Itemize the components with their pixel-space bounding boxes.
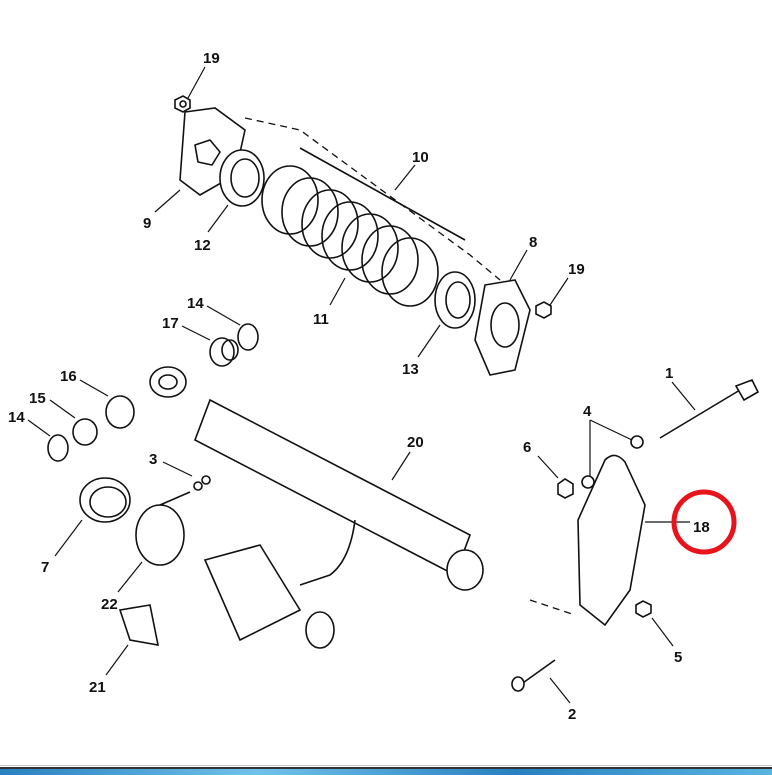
nut-6	[557, 478, 574, 499]
o-ring-14-top	[237, 323, 259, 351]
highlight-circle	[671, 489, 737, 555]
callout-3: 3	[149, 451, 157, 468]
callout-17: 17	[162, 315, 179, 332]
callout-11: 11	[313, 311, 329, 328]
callout-2: 2	[568, 706, 576, 723]
fittings-3	[193, 475, 211, 491]
callout-22: 22	[101, 596, 118, 613]
spring-seat-13	[434, 271, 476, 329]
nut-5	[635, 600, 652, 618]
callout-1: 1	[665, 365, 673, 382]
threaded-rod-10	[299, 147, 466, 241]
assembly-line	[529, 599, 576, 616]
callout-4: 4	[583, 403, 592, 420]
hydraulic-cylinder-20	[149, 366, 484, 591]
callout-7: 7	[41, 559, 49, 576]
bushing-16	[105, 395, 135, 429]
nut-19-top	[174, 95, 191, 113]
callout-13: 13	[402, 361, 419, 378]
callout-19: 19	[203, 50, 220, 67]
callout-14: 14	[8, 409, 25, 426]
callout-14: 14	[187, 295, 204, 312]
callout-16: 16	[60, 368, 77, 385]
callout-12: 12	[194, 237, 211, 254]
washer-4b	[581, 475, 595, 489]
callout-10: 10	[412, 149, 429, 166]
hose-clamp-7	[79, 477, 131, 523]
callout-8: 8	[529, 234, 537, 251]
accumulator	[203, 544, 335, 649]
washer-4a	[630, 435, 644, 449]
window-bottom-bar	[0, 765, 772, 775]
spacer-21	[118, 604, 160, 646]
coil-spring-11	[261, 165, 439, 307]
callout-9: 9	[143, 215, 151, 232]
o-ring-14-left	[47, 434, 69, 462]
leader-lines	[27, 66, 696, 704]
bushing-15	[72, 418, 98, 446]
callout-6: 6	[523, 439, 531, 456]
callout-20: 20	[407, 434, 424, 451]
spring-seat-12	[219, 149, 265, 207]
mount-plate-8	[474, 279, 531, 376]
bolt-1	[659, 378, 760, 439]
callout-15: 15	[29, 390, 46, 407]
callout-21: 21	[89, 679, 106, 696]
nut-19-right	[535, 301, 552, 319]
callout-19: 19	[568, 261, 585, 278]
clamp-22	[135, 491, 191, 566]
callout-18: 18	[693, 519, 710, 536]
assembly-line	[244, 117, 501, 281]
bushing-17	[209, 337, 239, 367]
callout-5: 5	[674, 649, 682, 666]
bolt-2	[511, 659, 556, 692]
bracket-18	[577, 454, 646, 627]
